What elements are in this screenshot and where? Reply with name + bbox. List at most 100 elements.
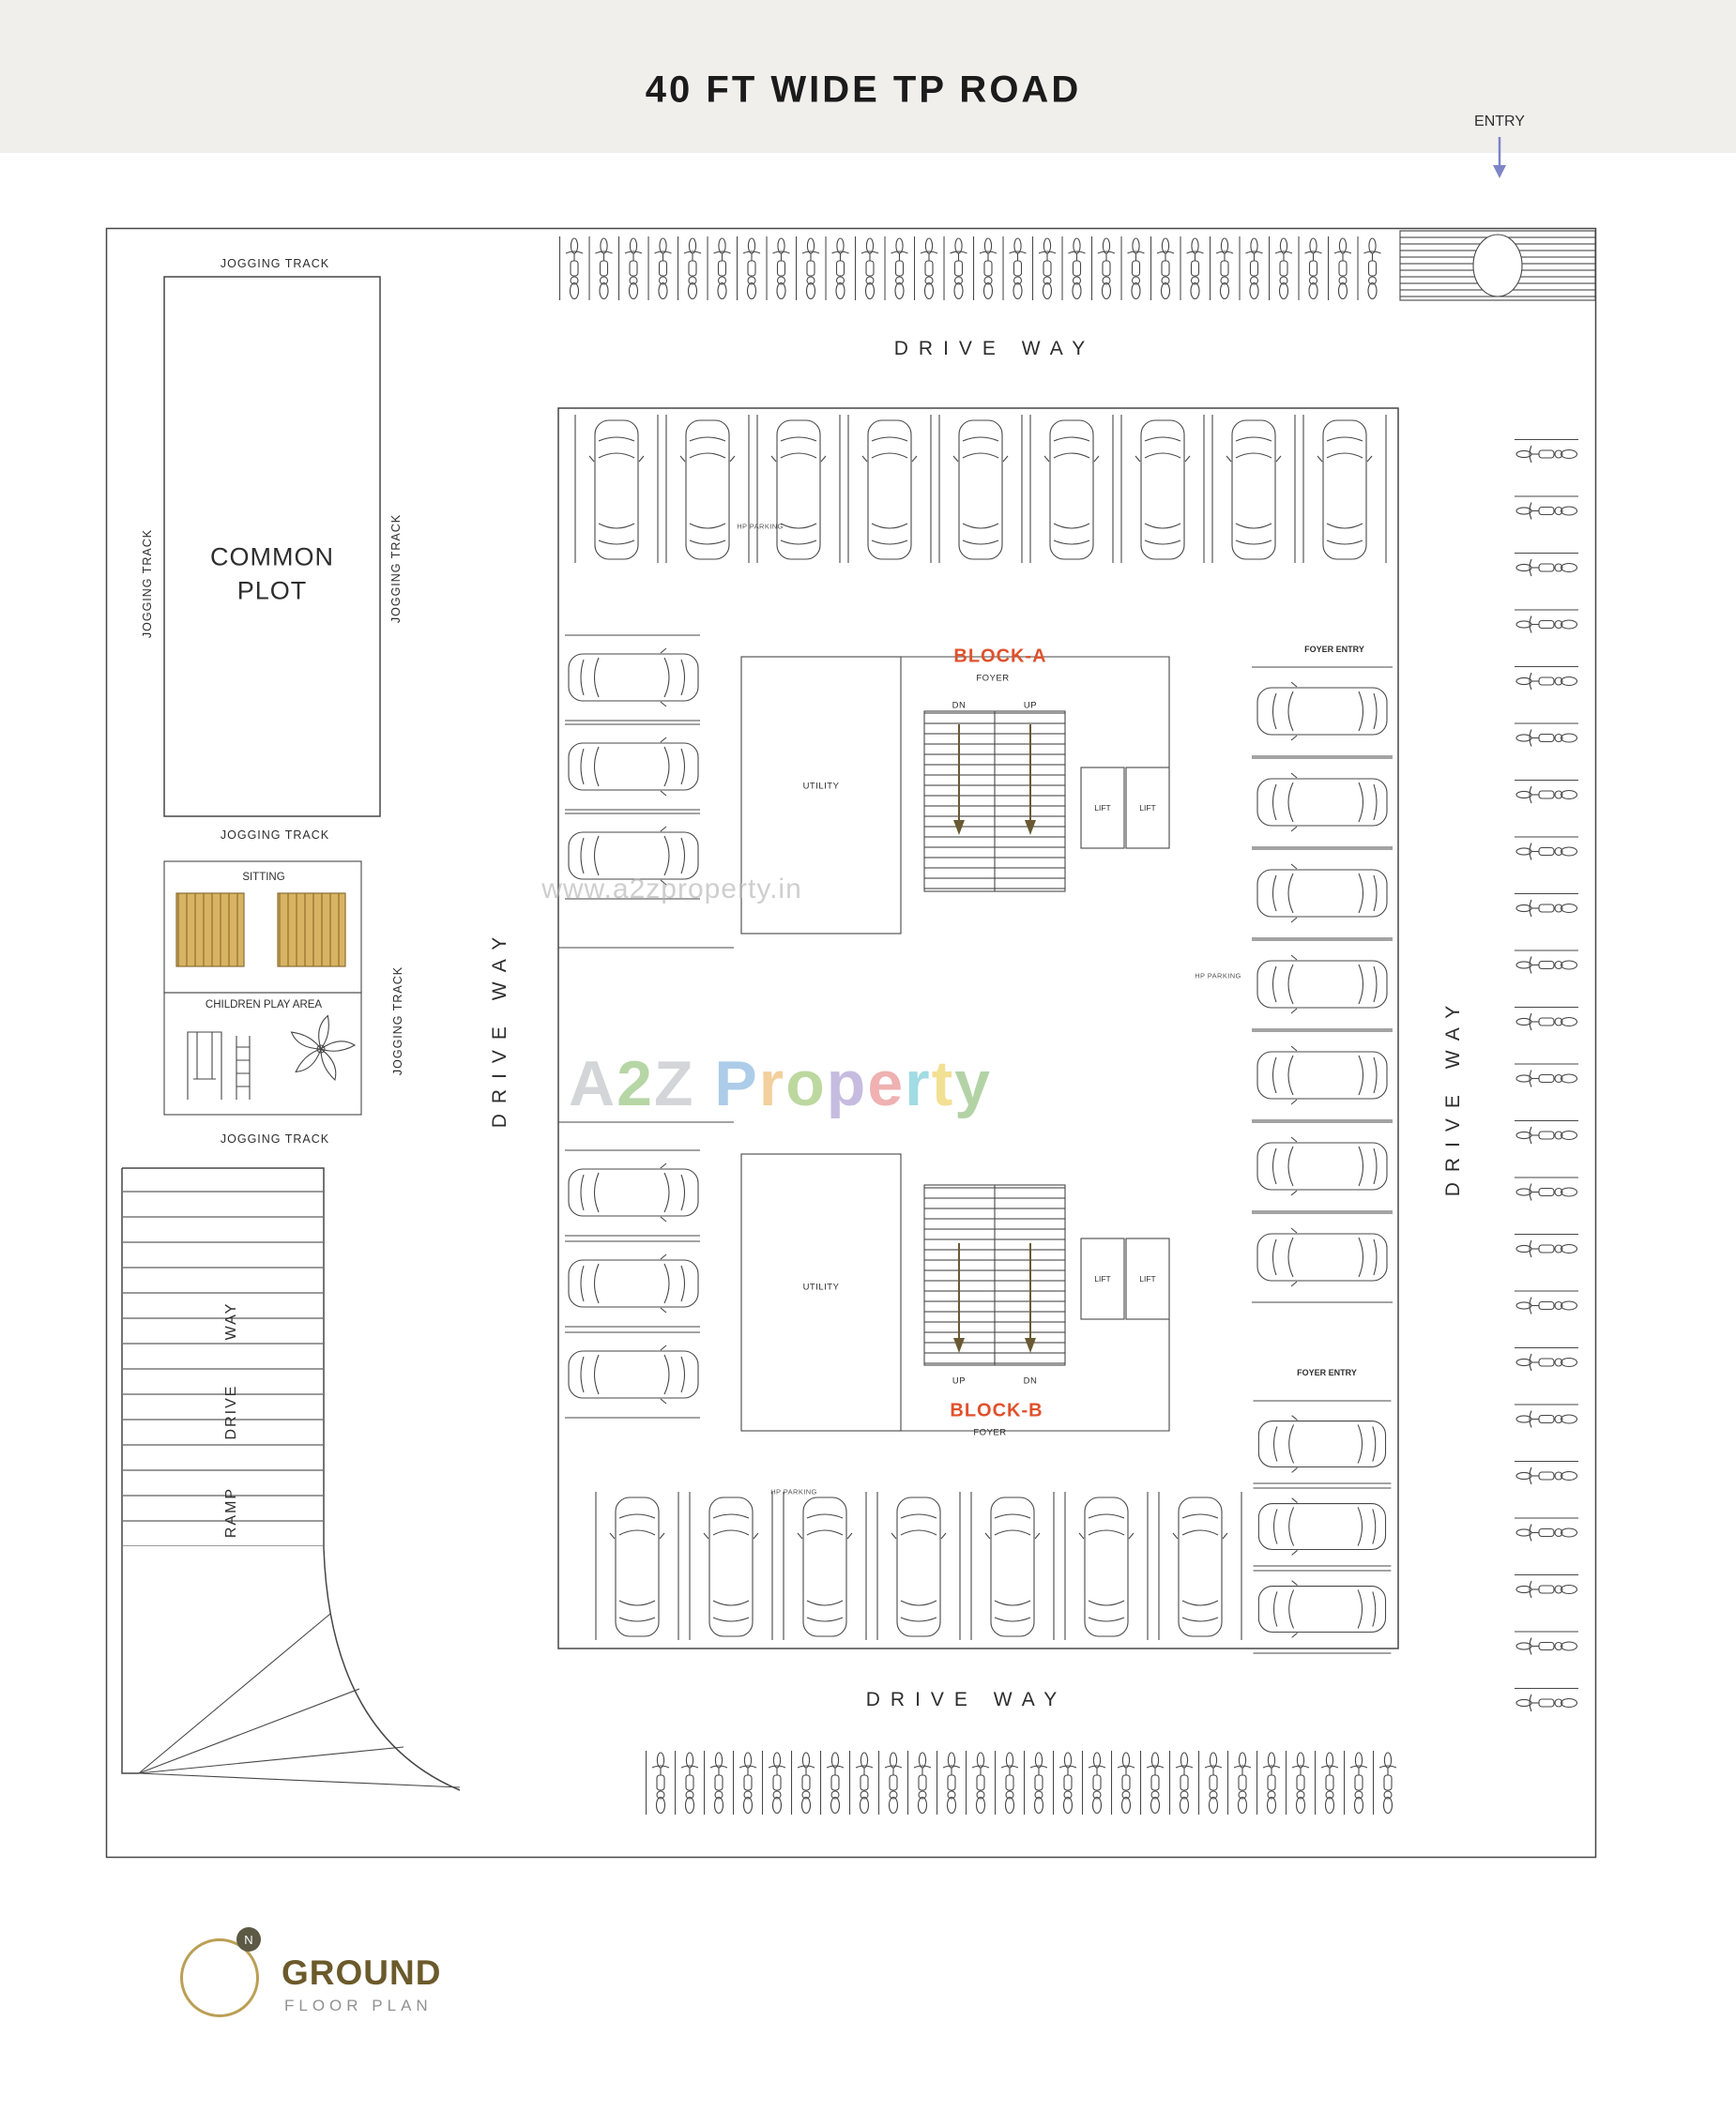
bike-icon — [937, 1750, 961, 1816]
common-plot-outline — [163, 276, 381, 817]
car-icon — [564, 1331, 701, 1419]
plan-subtitle: FLOOR PLAN — [284, 1997, 433, 2014]
bike-icon — [678, 236, 702, 301]
car-icon — [1251, 1212, 1393, 1303]
watermark-letter: Z — [653, 1048, 695, 1119]
bike-icon — [675, 1750, 699, 1816]
bike-icon — [1514, 1347, 1579, 1372]
car-icon — [1252, 1482, 1392, 1572]
bike-icon — [1150, 236, 1175, 301]
lift-b-2 — [1125, 1238, 1170, 1320]
bike-icon — [1061, 236, 1087, 301]
car-icon — [1211, 414, 1296, 564]
bike-icon — [1024, 1750, 1048, 1816]
ramp-way-label: WAY — [223, 1301, 239, 1341]
bike-icon — [1256, 1750, 1281, 1816]
jogging-track-label-right-lower: JOGGING TRACK — [391, 965, 404, 1076]
jogging-track-label-top: JOGGING TRACK — [220, 257, 330, 270]
car-icon — [938, 414, 1023, 564]
watermark-letter: r — [905, 1048, 932, 1119]
bike-icon — [1180, 236, 1205, 301]
bike-icon — [647, 236, 673, 301]
lift-a2-label: LIFT — [1139, 803, 1156, 813]
bike-icon — [1514, 950, 1579, 975]
block-b-left-cars — [564, 1149, 701, 1419]
bike-icon — [1514, 1234, 1579, 1258]
car-icon — [1251, 666, 1393, 757]
bike-icon — [1210, 236, 1234, 301]
car-icon — [1251, 939, 1393, 1030]
lift-b1-label: LIFT — [1094, 1274, 1111, 1284]
car-icon — [1251, 757, 1393, 848]
hp-parking-label-right: HP PARKING — [1195, 971, 1241, 980]
ramp-drawing — [121, 1167, 461, 1791]
bike-icon — [1514, 1631, 1579, 1656]
bike-icon — [1514, 495, 1579, 521]
watermark-letter: P — [714, 1048, 759, 1119]
block-a-core — [740, 656, 1170, 934]
bike-icon — [588, 236, 614, 301]
lift-a-1 — [1080, 767, 1125, 849]
bike-icon — [1227, 1750, 1252, 1816]
car-icon — [564, 1149, 701, 1237]
bike-icon — [1120, 236, 1146, 301]
bottom-car-row — [595, 1491, 1242, 1641]
bike-icon — [1514, 893, 1579, 918]
bike-icon — [943, 236, 968, 301]
bike-icon — [1140, 1750, 1165, 1816]
watermark-url: www.a2zproperty.in — [541, 874, 802, 904]
bike-icon — [855, 236, 879, 301]
utility-b-label: UTILITY — [802, 1282, 840, 1293]
foyer-a-label: FOYER — [976, 673, 1010, 684]
bike-icon — [1298, 236, 1323, 301]
bike-icon — [1032, 236, 1057, 301]
plan-title: GROUND — [282, 1953, 442, 1992]
bike-icon — [1514, 1461, 1579, 1485]
bike-icon — [1344, 1750, 1368, 1816]
top-car-row — [574, 414, 1387, 564]
block-a-left-cars — [564, 634, 701, 900]
dn-a-label: DN — [952, 700, 967, 711]
lift-a1-label: LIFT — [1094, 803, 1111, 813]
bike-icon — [618, 236, 643, 301]
car-icon — [1251, 1121, 1393, 1212]
car-icon — [756, 414, 841, 564]
bike-icon — [1514, 722, 1579, 748]
hp-parking-label-top: HP PARKING — [737, 522, 784, 531]
bike-icon — [1002, 236, 1028, 301]
foyer-entry-b-label: FOYER ENTRY — [1297, 1368, 1357, 1377]
car-icon — [876, 1491, 961, 1641]
structure-partition-lines — [558, 947, 734, 1123]
bike-icon — [1082, 1750, 1106, 1816]
car-icon — [564, 1240, 701, 1328]
block-b-label: BLOCK-B — [950, 1400, 1043, 1421]
car-icon — [847, 414, 932, 564]
bike-icon — [1373, 1750, 1397, 1816]
bike-icon — [1514, 1063, 1579, 1088]
block-b-core — [740, 1153, 1170, 1432]
right-cars-lower — [1252, 1400, 1392, 1654]
bike-icon — [762, 1750, 786, 1816]
bike-icon — [1111, 1750, 1135, 1816]
bike-icon — [646, 1750, 670, 1816]
watermark-letter — [694, 1047, 714, 1120]
car-icon — [564, 634, 701, 722]
jogging-track-label-bottom1: JOGGING TRACK — [220, 828, 330, 842]
ramp-drive-label: DRIVE — [223, 1384, 239, 1440]
jogging-track-label-right-upper: JOGGING TRACK — [389, 513, 403, 624]
driveway-label-left: DRIVE WAY — [489, 926, 510, 1129]
bike-icon — [1315, 1750, 1339, 1816]
dn-b-label: DN — [1023, 1375, 1038, 1387]
bike-icon — [907, 1750, 932, 1816]
bike-icon — [820, 1750, 845, 1816]
bike-icon — [1514, 1120, 1579, 1145]
driveway-label-bottom: DRIVE WAY — [865, 1689, 1068, 1710]
right-bike-column — [1514, 439, 1579, 1712]
bike-icon — [737, 236, 761, 301]
bike-icon — [1514, 439, 1579, 463]
car-icon — [1120, 414, 1205, 564]
play-equipment-icons — [187, 1014, 357, 1100]
car-icon — [783, 1491, 867, 1641]
hp-parking-label-bottom: HP PARKING — [770, 1487, 817, 1497]
